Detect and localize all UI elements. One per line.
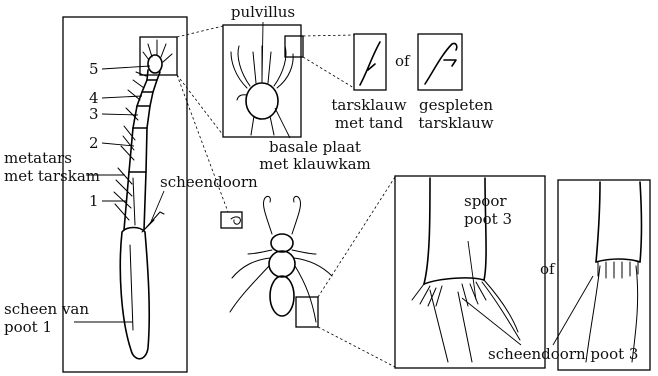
antenna-zoom-box [221,212,242,228]
label-split-claw-line2: tarsklauw [418,114,493,132]
label-pulvillus: pulvillus [231,3,295,21]
label-segment-5: 5 [89,60,99,78]
label-segment-3: 3 [89,105,99,123]
claw-zoom-box [285,36,303,57]
label-toothed-claw-line2: met tand [335,114,404,132]
label-segment-2: 2 [89,134,99,152]
alt-spine-frame [558,180,650,370]
alt-spine-drawing [586,182,642,362]
label-tibia-line2: poot 1 [4,318,52,336]
label-spur-line1: spoor [464,192,507,210]
toothed-claw-drawing [360,42,380,85]
labels: pulvillus tarsklauw met tand of gesplete… [4,3,638,363]
label-metatarsus-line1: metatars [4,149,72,167]
zoom-connectors [177,26,395,367]
label-toothed-claw-line1: tarsklauw [331,96,406,114]
leader-lines [74,22,593,345]
label-segment-1: 1 [89,192,99,210]
split-claw-drawing [425,43,457,84]
leg-panel-frame [63,17,187,372]
label-split-claw-line1: gespleten [419,96,493,114]
label-of-top: of [395,52,411,70]
label-basal-plate-line1: basale plaat [269,138,361,156]
insect-drawing [230,196,332,322]
hindleg-zoom-box [296,297,318,327]
label-basal-plate-line2: met klauwkam [259,155,370,173]
label-tibial-spine-leg3: scheendoorn poot 3 [488,345,638,363]
leg-drawing [114,40,172,359]
label-metatarsus-line2: met tarskam [4,167,100,185]
label-tibial-spine: scheendoorn [160,173,258,191]
label-spur-line2: poot 3 [464,210,512,228]
label-of-bottom: of [540,260,556,278]
label-tibia-line1: scheen van [4,300,89,318]
